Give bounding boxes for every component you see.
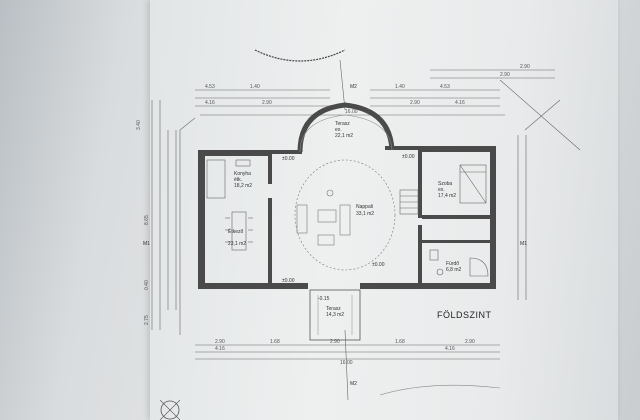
dim-label: 8.65 [144, 215, 150, 225]
top-arc-fragment [254, 49, 346, 62]
room-area: 14,3 m2 [326, 312, 344, 318]
top-dimension-labels: 4.53 1.40 4.16 2.90 1.40 4.53 2.90 4.16 … [205, 64, 530, 115]
living-furniture [294, 159, 396, 271]
left-dimension-labels: 3.40 8.65 0.40 2.75 [136, 120, 150, 325]
site-boundary-left [179, 117, 196, 335]
section-mark-m1-left: M1 [143, 241, 150, 247]
room-name: Konyha [234, 171, 251, 177]
dim-label: 2.90 [262, 100, 272, 106]
top-dimension-lines [195, 59, 555, 116]
bottom-dimension-lines [195, 329, 500, 401]
bedroom-bed [459, 164, 487, 204]
dim-label: 4.53 [205, 84, 215, 90]
room-name: Fürdő [446, 261, 459, 267]
level-marker: ±0.00 [372, 262, 385, 268]
staircase [399, 189, 419, 215]
kitchen-furniture [206, 159, 253, 251]
dim-label: 2.90 [330, 339, 340, 345]
section-mark-m2-top: M2 [350, 84, 357, 90]
room-name: Terasz [335, 121, 350, 127]
section-mark-m2-bottom: M2 [350, 381, 357, 387]
room-name: Terasz [326, 306, 341, 312]
front-terrace-outline [309, 289, 361, 341]
dim-label: 4.16 [445, 346, 455, 352]
dim-label: 2.90 [500, 72, 510, 78]
dim-label: 4.16 [215, 346, 225, 352]
dim-label: 16.00 [345, 109, 358, 115]
dim-label: 2.90 [410, 100, 420, 106]
dim-label: 4.16 [205, 100, 215, 106]
floor-title: FÖLDSZINT [437, 310, 492, 320]
bathroom-fixtures [429, 249, 489, 277]
section-mark-m1-right: M1 [520, 241, 527, 247]
bottom-dimension-labels: 2.90 4.16 1.68 2.90 1.68 4.16 2.90 16.00 [215, 339, 475, 366]
level-marker: -0.15 [318, 296, 330, 302]
right-dimension-lines [499, 79, 581, 300]
dim-label: 4.16 [455, 100, 465, 106]
bay-window-arc [297, 102, 395, 153]
building-walls [198, 146, 496, 289]
site-boundary-bottom [379, 384, 501, 396]
room-area: 6,8 m2 [446, 267, 462, 273]
room-name: Étkező [228, 228, 244, 235]
dim-label: 1.68 [270, 339, 280, 345]
room-name: Szoba [438, 181, 452, 187]
left-dimension-lines [151, 100, 177, 330]
room-sub: étk. [234, 177, 242, 183]
room-area: 22,1 m2 [335, 133, 353, 139]
room-sub: ex. [335, 127, 342, 133]
level-marker: ±0.00 [282, 278, 295, 284]
room-area: 23,1 m2 [228, 241, 246, 247]
room-name: Nappali [356, 204, 373, 210]
level-markers: ±0.00 ±0.00 -0.15 ±0.00 ±0.00 [282, 154, 415, 302]
dim-label: 1.68 [395, 339, 405, 345]
dim-label: 2.90 [215, 339, 225, 345]
dim-label: 2.90 [465, 339, 475, 345]
room-labels: Konyha étk. 18,2 m2 Étkező 23,1 m2 Nappa… [228, 121, 462, 318]
room-sub: ex. [438, 187, 445, 193]
dim-label: 2.75 [144, 315, 150, 325]
level-marker: ±0.00 [402, 154, 415, 160]
level-marker: ±0.00 [282, 156, 295, 162]
bay-inner-line [299, 114, 393, 153]
dim-label: 1.40 [250, 84, 260, 90]
dim-label: 16.00 [340, 360, 353, 366]
dim-label: 1.40 [395, 84, 405, 90]
room-area: 33,1 m2 [356, 211, 374, 217]
room-area: 18,2 m2 [234, 183, 252, 189]
room-area: 17,4 m2 [438, 193, 456, 199]
dim-label: 2.90 [520, 64, 530, 70]
dim-label: 0.40 [144, 280, 150, 290]
dim-label: 4.53 [440, 84, 450, 90]
dim-label: 3.40 [136, 120, 142, 130]
north-arrow-icon [159, 399, 181, 420]
